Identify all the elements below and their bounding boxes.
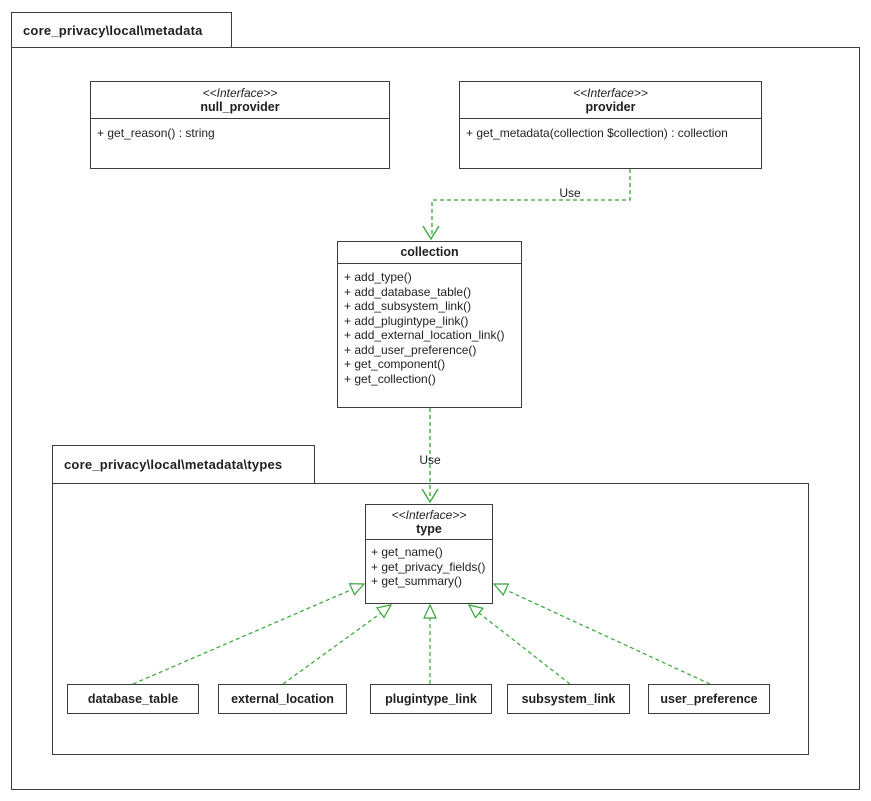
class-plugintype-link: plugintype_link (370, 684, 492, 714)
method-item: + add_database_table() (344, 284, 472, 299)
package-metadata-label: core_privacy\local\metadata (23, 22, 203, 38)
class-name: plugintype_link (385, 692, 477, 706)
class-subsystem-link: subsystem_link (507, 684, 630, 714)
class-collection-header: collection (338, 242, 521, 264)
class-name: null_provider (200, 100, 280, 114)
method-item: + get_privacy_fields() (371, 559, 486, 574)
method-item: + get_reason() : string (97, 126, 215, 140)
method-item: + get_summary() (371, 574, 463, 588)
class-name: subsystem_link (521, 692, 616, 706)
package-types-label: core_privacy\local\metadata\types (64, 457, 283, 472)
stereotype-label: <<Interface>> (573, 86, 648, 100)
class-name: provider (585, 100, 636, 114)
class-null-provider-header: <<Interface>> null_provider (91, 82, 389, 119)
class-external-location: external_location (218, 684, 347, 714)
method-item: + add_external_location_link() (344, 328, 505, 342)
method-item: + get_collection() (344, 371, 436, 386)
class-user-preference: user_preference (648, 684, 770, 714)
class-provider: <<Interface>> provider + get_metadata(co… (459, 81, 762, 169)
method-item: + add_type() (344, 270, 412, 284)
class-type-methods: + get_name() + get_privacy_fields() + ge… (366, 540, 492, 594)
class-type: <<Interface>> type + get_name() + get_pr… (365, 504, 493, 604)
method-item: + get_metadata(collection $collection) :… (466, 126, 728, 140)
method-item: + get_component() (344, 357, 446, 371)
method-item: + add_user_preference() (344, 342, 477, 357)
package-types-tab: core_privacy\local\metadata\types (52, 445, 315, 484)
class-name: user_preference (660, 692, 758, 706)
class-null-provider-methods: + get_reason() : string (91, 119, 389, 148)
class-provider-methods: + get_metadata(collection $collection) :… (460, 119, 761, 148)
method-item: + add_subsystem_link() (344, 299, 472, 313)
method-item: + add_plugintype_link() (344, 313, 469, 328)
class-null-provider: <<Interface>> null_provider + get_reason… (90, 81, 390, 169)
class-name: type (416, 522, 442, 536)
class-provider-header: <<Interface>> provider (460, 82, 761, 119)
package-metadata-tab: core_privacy\local\metadata (11, 12, 232, 48)
stereotype-label: <<Interface>> (202, 86, 278, 100)
class-name: external_location (231, 692, 334, 706)
class-collection-methods: + add_type() + add_database_table() + ad… (338, 264, 521, 392)
class-type-header: <<Interface>> type (366, 505, 492, 540)
class-database-table: database_table (67, 684, 199, 714)
method-item: + get_name() (371, 545, 443, 559)
class-name: database_table (87, 692, 179, 706)
class-collection: collection + add_type() + add_database_t… (337, 241, 522, 408)
class-name: collection (400, 245, 459, 259)
stereotype-label: <<Interface>> (391, 508, 467, 522)
